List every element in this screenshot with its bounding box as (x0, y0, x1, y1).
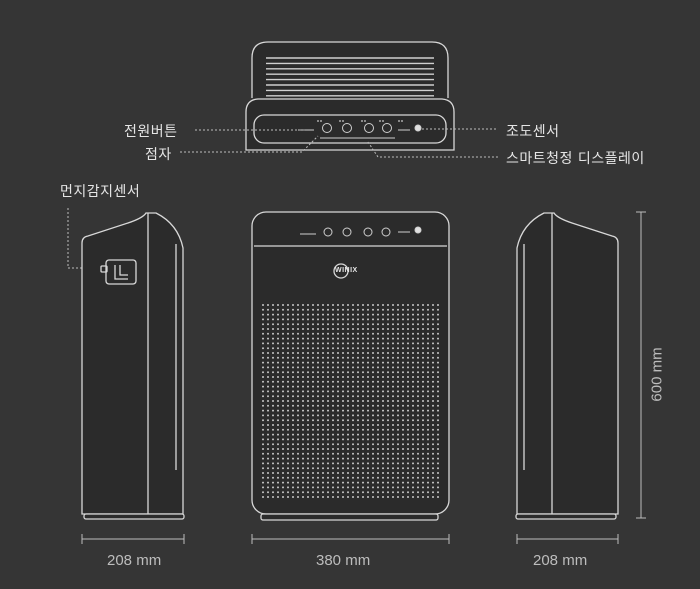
dimension-side-depth-right: 208 mm (533, 552, 588, 569)
label-smart-display: 스마트청정 디스플레이 (506, 151, 645, 167)
front-perforated-grille (262, 304, 439, 498)
left-side-view-unit (81, 212, 185, 520)
label-power-button: 전원버튼 (124, 124, 178, 140)
front-view-unit (251, 211, 450, 521)
dimension-front-width: 380 mm (316, 552, 371, 569)
top-view-unit (245, 41, 455, 151)
top-control-panel (298, 123, 422, 139)
top-panel-dots (317, 120, 403, 122)
dimension-lines (81, 211, 646, 544)
dimension-side-depth: 208 mm (107, 552, 162, 569)
front-control-panel (300, 226, 422, 237)
dimension-height: 600 mm (648, 347, 666, 402)
right-side-view-unit (515, 212, 619, 520)
label-braille: 점자 (145, 147, 172, 163)
top-grille (266, 57, 434, 97)
label-dust-sensor: 먼지감지센서 (60, 184, 141, 200)
brand-logo: WINIX (335, 267, 358, 274)
label-light-sensor: 조도센서 (506, 124, 560, 140)
